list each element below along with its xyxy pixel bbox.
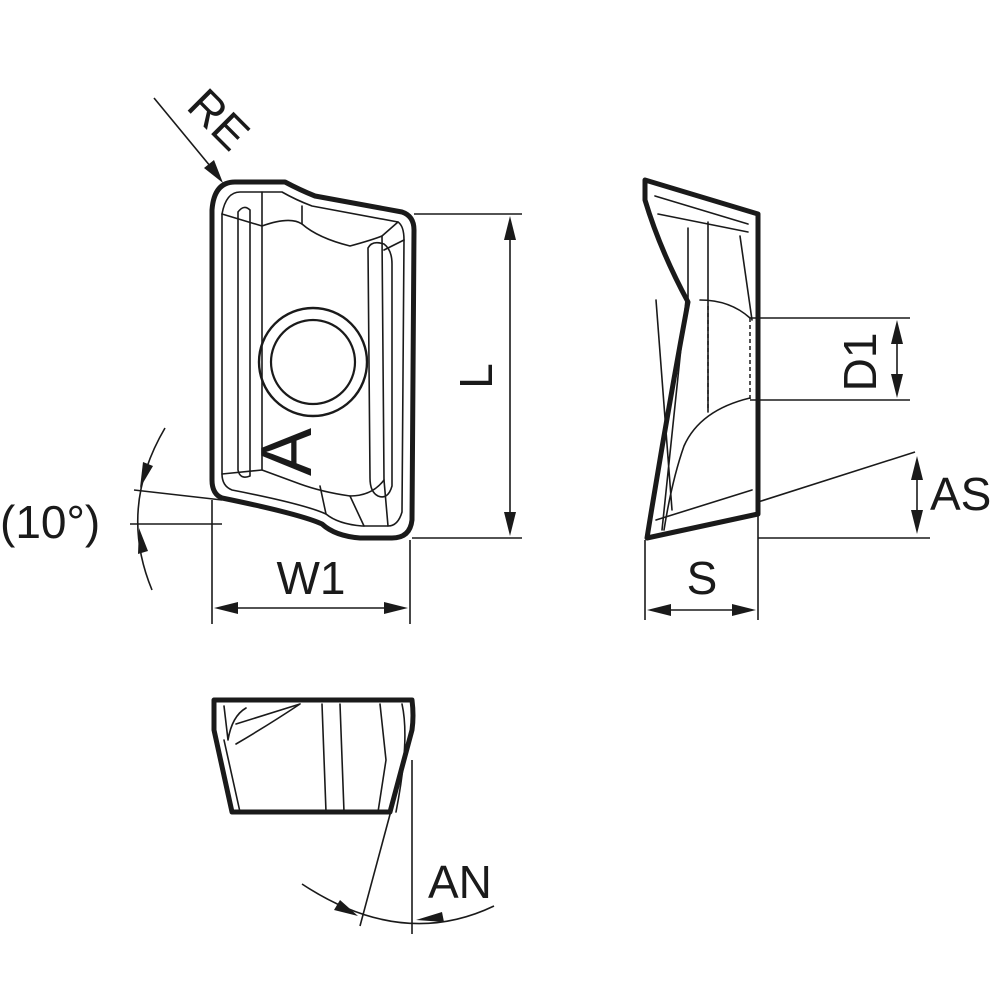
clamping-hole-outer bbox=[257, 306, 369, 418]
front-view-outline bbox=[211, 697, 416, 815]
d1-arrow-top bbox=[891, 320, 903, 344]
side-view: D1 AS S bbox=[642, 177, 991, 620]
as-edge-line bbox=[757, 451, 916, 503]
side-view-lower-face bbox=[655, 397, 753, 531]
as-label: AS bbox=[930, 468, 991, 520]
s-arrow-left bbox=[647, 604, 671, 616]
angle-label: (10°) bbox=[0, 496, 100, 548]
w1-arrow-right bbox=[384, 602, 408, 614]
s-label: S bbox=[687, 552, 718, 604]
angle-arrow-top bbox=[140, 462, 153, 488]
l-arrow-top bbox=[504, 216, 516, 240]
an-edge-line bbox=[359, 739, 411, 927]
d1-arrow-bottom bbox=[891, 374, 903, 398]
top-view-right-groove bbox=[367, 241, 393, 498]
l-arrow-bottom bbox=[504, 512, 516, 536]
an-arrow-left bbox=[334, 900, 358, 916]
insert-marking: A bbox=[247, 428, 327, 476]
an-label: AN bbox=[428, 856, 492, 908]
s-arrow-right bbox=[732, 604, 756, 616]
side-view-outline bbox=[642, 177, 761, 541]
side-view-hole-hidden bbox=[707, 306, 751, 410]
top-view-corner-facets bbox=[221, 191, 405, 527]
w1-arrow-left bbox=[214, 602, 238, 614]
w1-label: W1 bbox=[277, 552, 346, 604]
as-arrow-top bbox=[911, 456, 923, 480]
an-arc bbox=[301, 883, 495, 925]
front-view-details bbox=[223, 703, 406, 813]
clamping-hole-inner bbox=[269, 318, 357, 406]
re-leader-arrow bbox=[204, 160, 223, 183]
angle-arrow-bottom bbox=[138, 528, 148, 554]
an-arrow-right bbox=[416, 912, 444, 922]
re-label: RE bbox=[178, 78, 260, 160]
top-view: A RE L W1 (10°) bbox=[0, 78, 522, 624]
side-view-inner-edges bbox=[654, 195, 753, 531]
top-view-left-groove bbox=[237, 206, 251, 478]
d1-label: D1 bbox=[834, 333, 886, 392]
angle-edge-line bbox=[133, 489, 223, 501]
angle-arc bbox=[136, 427, 166, 591]
front-view: AN bbox=[211, 697, 495, 934]
top-view-outline bbox=[209, 179, 417, 541]
l-label: L bbox=[450, 363, 502, 389]
as-arrow-bottom bbox=[911, 510, 923, 534]
